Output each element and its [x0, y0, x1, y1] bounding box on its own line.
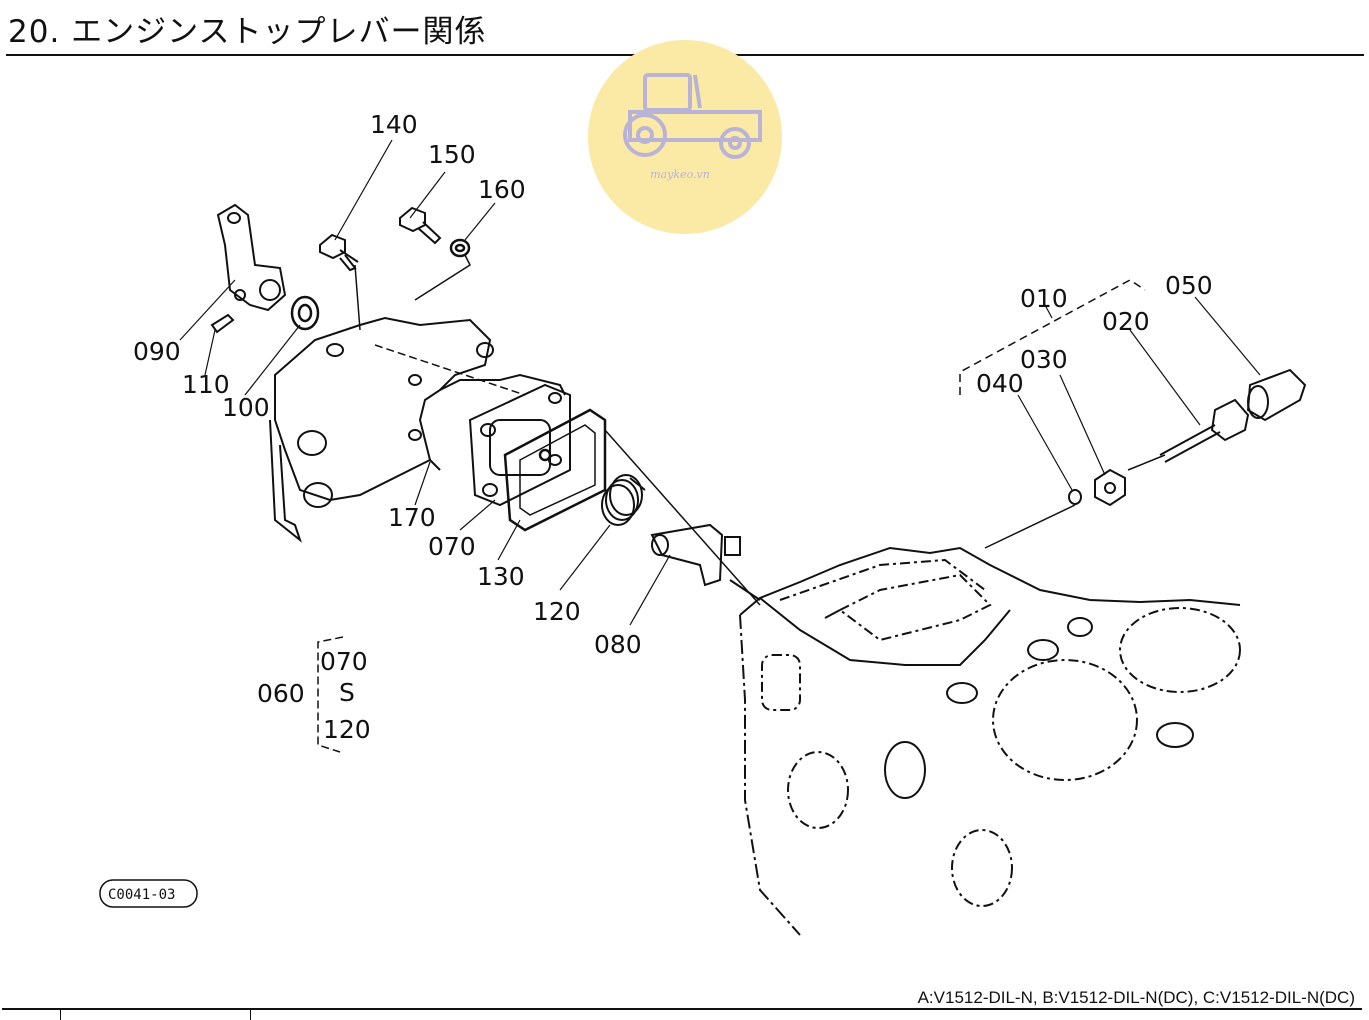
drawing-code: C0041-03 [108, 887, 175, 903]
kit-range-mark: S [339, 678, 355, 707]
drawing-code-badge: C0041-03 [99, 879, 198, 908]
adjuster-assembly [1068, 368, 1307, 507]
callout-070: 070 [428, 532, 476, 561]
footer-tick [60, 1008, 61, 1020]
callout-020: 020 [1102, 307, 1150, 336]
flange-plate [468, 383, 571, 507]
kit-to-label: 120 [323, 715, 371, 744]
callout-170: 170 [388, 503, 436, 532]
callout-150: 150 [428, 140, 476, 169]
adjust-screw-020 [1159, 424, 1221, 463]
nut-030 [1094, 468, 1126, 507]
bolt-150 [399, 206, 442, 245]
callout-160: 160 [478, 175, 526, 204]
bolt-140 [319, 233, 359, 272]
page-title: 20. エンジンストップレバー関係 [8, 14, 487, 50]
kit-from-label: 070 [320, 647, 368, 676]
callout-130: 130 [477, 562, 525, 591]
callout-050: 050 [1165, 271, 1213, 300]
footer-divider [2, 1008, 1362, 1010]
watermark-logo: maykeo.vn [588, 40, 782, 234]
spring-pin [210, 313, 235, 334]
gasket [503, 408, 607, 532]
group-bracket-010 [959, 279, 1146, 395]
cap-050 [1246, 368, 1307, 422]
assembly-lines [354, 254, 1166, 606]
lever-housing [269, 316, 566, 543]
callout-100: 100 [222, 393, 270, 422]
footer-tick [250, 1008, 251, 1020]
callout-090: 090 [133, 337, 181, 366]
tractor-icon [623, 73, 762, 159]
callout-080: 080 [594, 630, 642, 659]
callout-140: 140 [370, 110, 418, 139]
model-list: A:V1512-DIL-N, B:V1512-DIL-N(DC), C:V151… [917, 988, 1355, 1007]
washer-160 [449, 238, 471, 258]
watermark-text: maykeo.vn [650, 168, 710, 181]
callout-110: 110 [182, 370, 230, 399]
engine-block [739, 546, 1241, 936]
stop-shaft [650, 523, 761, 601]
torsion-spring [601, 474, 646, 526]
kit-group: 060 070 S 120 [257, 636, 371, 753]
callout-030: 030 [1020, 345, 1068, 374]
callout-leaders [179, 139, 1261, 626]
o-ring-040 [1068, 489, 1082, 505]
kit-parent-label: 060 [257, 679, 305, 708]
bushing [290, 295, 320, 331]
stop-lever [216, 203, 287, 312]
callout-010: 010 [1020, 284, 1068, 313]
callout-040: 040 [976, 369, 1024, 398]
callout-120: 120 [533, 597, 581, 626]
